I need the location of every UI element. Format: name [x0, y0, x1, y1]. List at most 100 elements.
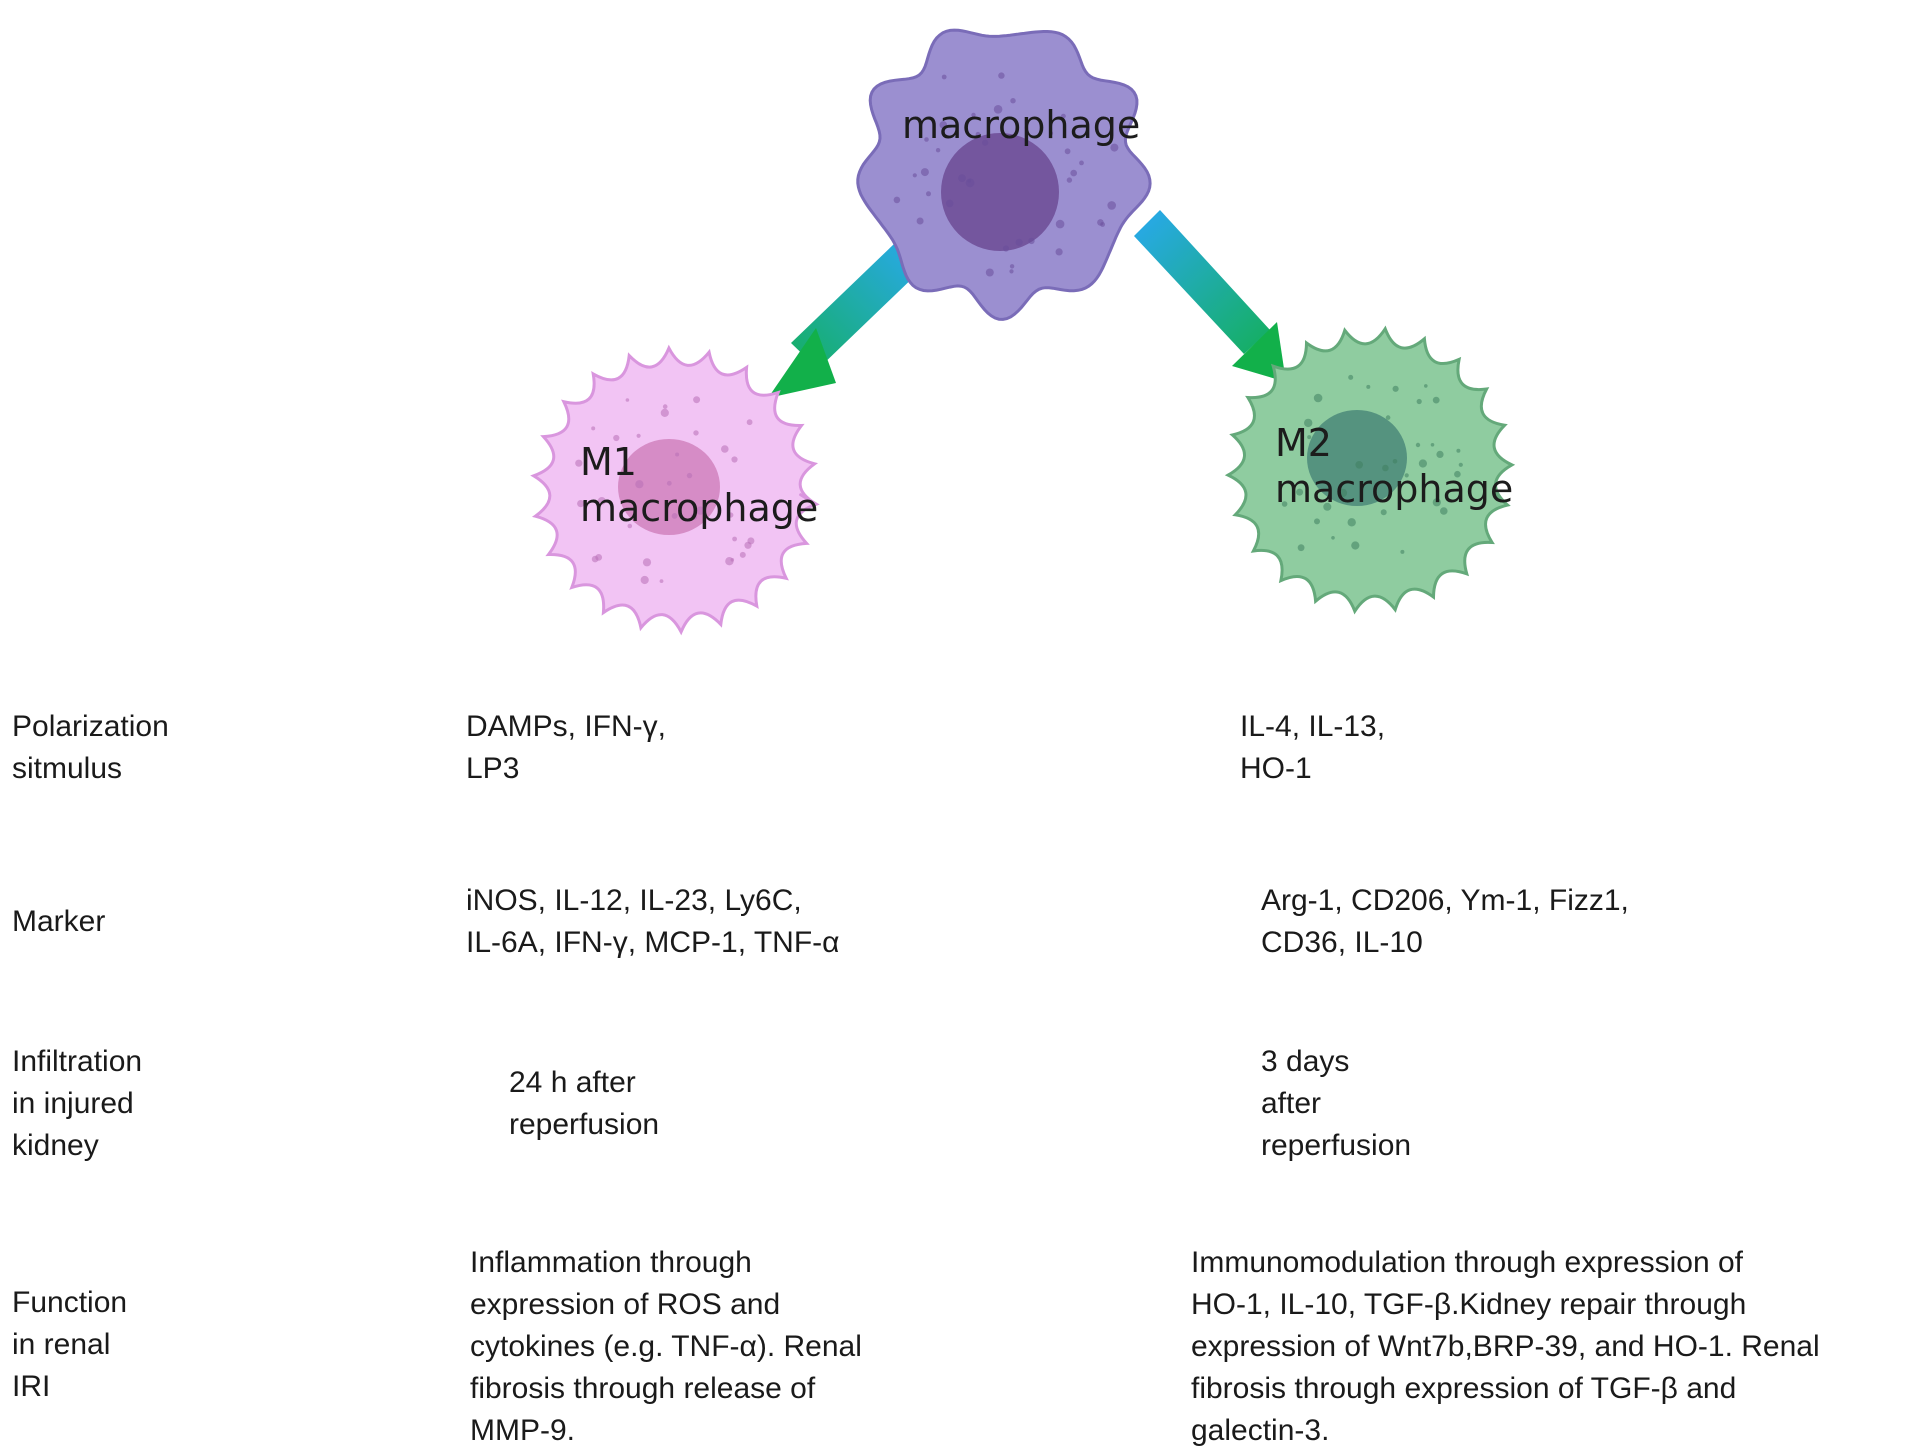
cytoplasm-granule	[993, 105, 1003, 114]
row-label-marker: Marker	[12, 905, 106, 938]
m1-macrophage-label: M1 macrophage	[580, 440, 819, 530]
cytoplasm-granule	[941, 74, 947, 80]
cytoplasm-granule	[671, 513, 678, 519]
cytoplasm-granule	[1385, 415, 1391, 420]
cytoplasm-granule	[1024, 125, 1029, 130]
cytoplasm-granule	[662, 404, 668, 409]
cytoplasm-granule	[975, 131, 981, 137]
cytoplasm-granule	[693, 396, 701, 404]
cytoplasm-granule	[721, 445, 729, 453]
cytoplasm-granule	[1070, 169, 1077, 177]
cytoplasm-granule	[1404, 473, 1409, 478]
cytoplasm-granule	[1380, 509, 1387, 516]
cytoplasm-granule	[732, 536, 737, 542]
m2-function: Immunomodulation through expression of H…	[1191, 1246, 1820, 1447]
cytoplasm-granule	[591, 555, 599, 563]
macrophage-polarization-diagram	[530, 28, 1516, 636]
cytoplasm-granule	[1314, 518, 1320, 525]
cytoplasm-granule	[660, 408, 669, 417]
cytoplasm-granule	[659, 579, 664, 583]
cytoplasm-granule	[1400, 549, 1405, 554]
m1-nucleus	[618, 439, 720, 535]
m2-markers: Arg-1, CD206, Ym-1, Fizz1, CD36, IL-10	[1261, 884, 1629, 959]
cytoplasm-granule	[1296, 488, 1304, 496]
cytoplasm-granule	[1432, 498, 1441, 507]
cytoplasm-granule	[1009, 264, 1015, 269]
cytoplasm-granule	[730, 558, 735, 562]
cytoplasm-granule	[591, 426, 596, 431]
cytoplasm-granule	[971, 112, 976, 118]
cytoplasm-granule	[1382, 464, 1389, 472]
m2-nucleus	[1307, 410, 1407, 506]
cytoplasm-granule	[982, 139, 989, 146]
cytoplasm-granule	[747, 537, 755, 545]
cytoplasm-granule	[1347, 518, 1356, 527]
cytoplasm-granule	[728, 512, 734, 518]
cytoplasm-granule	[916, 217, 924, 225]
cytoplasm-granule	[1440, 507, 1448, 515]
cytoplasm-granule	[1415, 442, 1421, 448]
cytoplasm-granule	[1055, 219, 1065, 229]
cytoplasm-granule	[1061, 113, 1066, 119]
cytoplasm-granule	[958, 174, 966, 183]
cytoplasm-granule	[1392, 459, 1398, 464]
cytoplasm-granule	[1416, 398, 1422, 405]
m2-polarization-stimulus: IL-4, IL-13, HO-1	[1240, 710, 1386, 785]
m1-polarization-stimulus: DAMPs, IFN-γ, LP3	[466, 710, 666, 785]
cytoplasm-granule	[1281, 501, 1288, 507]
cytoplasm-granule	[1028, 237, 1035, 245]
cytoplasm-granule	[597, 497, 606, 505]
m1-macrophage-cell	[530, 344, 820, 636]
cytoplasm-granule	[945, 199, 954, 208]
cytoplasm-granule	[1458, 462, 1463, 467]
m1-function: Inflammation through expression of ROS a…	[470, 1246, 862, 1447]
cytoplasm-granule	[613, 434, 620, 442]
cytoplasm-granule	[985, 268, 994, 277]
cytoplasm-granule	[696, 506, 705, 515]
cytoplasm-granule	[1323, 502, 1332, 511]
arrow-to-m1	[768, 244, 921, 398]
cytoplasm-granule	[926, 191, 931, 197]
cytoplasm-granule	[924, 137, 929, 142]
cytoplasm-granule	[1348, 374, 1354, 380]
cytoplasm-granule	[686, 472, 693, 479]
m1-markers: iNOS, IL-12, IL-23, Ly6C, IL-6A, IFN-γ, …	[466, 884, 840, 959]
cytoplasm-granule	[1010, 98, 1016, 104]
cytoplasm-granule	[1015, 238, 1023, 246]
macrophage-cell	[856, 28, 1152, 321]
cytoplasm-granule	[1338, 488, 1348, 498]
cytoplasm-granule	[625, 398, 630, 402]
cytoplasm-granule	[666, 480, 672, 486]
cytoplasm-granule	[1454, 470, 1461, 478]
cytoplasm-granule	[893, 196, 901, 204]
arrow-to-m2	[1134, 210, 1286, 382]
m1-infiltration-time: 24 h after reperfusion	[509, 1066, 660, 1141]
row-label-polarization-stimulus: Polarization sitmulus	[12, 710, 169, 785]
macrophage-nucleus	[941, 133, 1059, 251]
cytoplasm-granule	[691, 513, 698, 520]
cytoplasm-granule	[1436, 450, 1444, 458]
cytoplasm-granule	[1418, 459, 1427, 468]
cytoplasm-granule	[1313, 393, 1323, 403]
cytoplasm-granule	[640, 575, 649, 585]
cytoplasm-granule	[939, 121, 948, 129]
cytoplasm-granule	[577, 500, 585, 508]
cytoplasm-granule	[739, 551, 746, 558]
cytoplasm-granule	[1331, 536, 1335, 540]
cytoplasm-granule	[1424, 384, 1428, 388]
row-label-function: Function in renal IRI	[12, 1286, 128, 1403]
cytoplasm-granule	[1351, 541, 1360, 550]
cytoplasm-granule	[635, 480, 644, 489]
cytoplasm-granule	[1307, 435, 1312, 440]
cytoplasm-granule	[1066, 177, 1073, 183]
cytoplasm-granule	[920, 168, 929, 177]
cytoplasm-granule	[746, 419, 753, 426]
m2-macrophage-label: M2 macrophage	[1275, 421, 1514, 511]
cytoplasm-granule	[1055, 248, 1063, 256]
cytoplasm-granule	[731, 456, 738, 463]
cytoplasm-granule	[675, 452, 680, 457]
cytoplasm-granule	[1297, 544, 1305, 552]
m2-macrophage-cell	[1224, 325, 1516, 615]
macrophage-label: macrophage	[902, 103, 1141, 147]
cytoplasm-granule	[1304, 418, 1313, 428]
